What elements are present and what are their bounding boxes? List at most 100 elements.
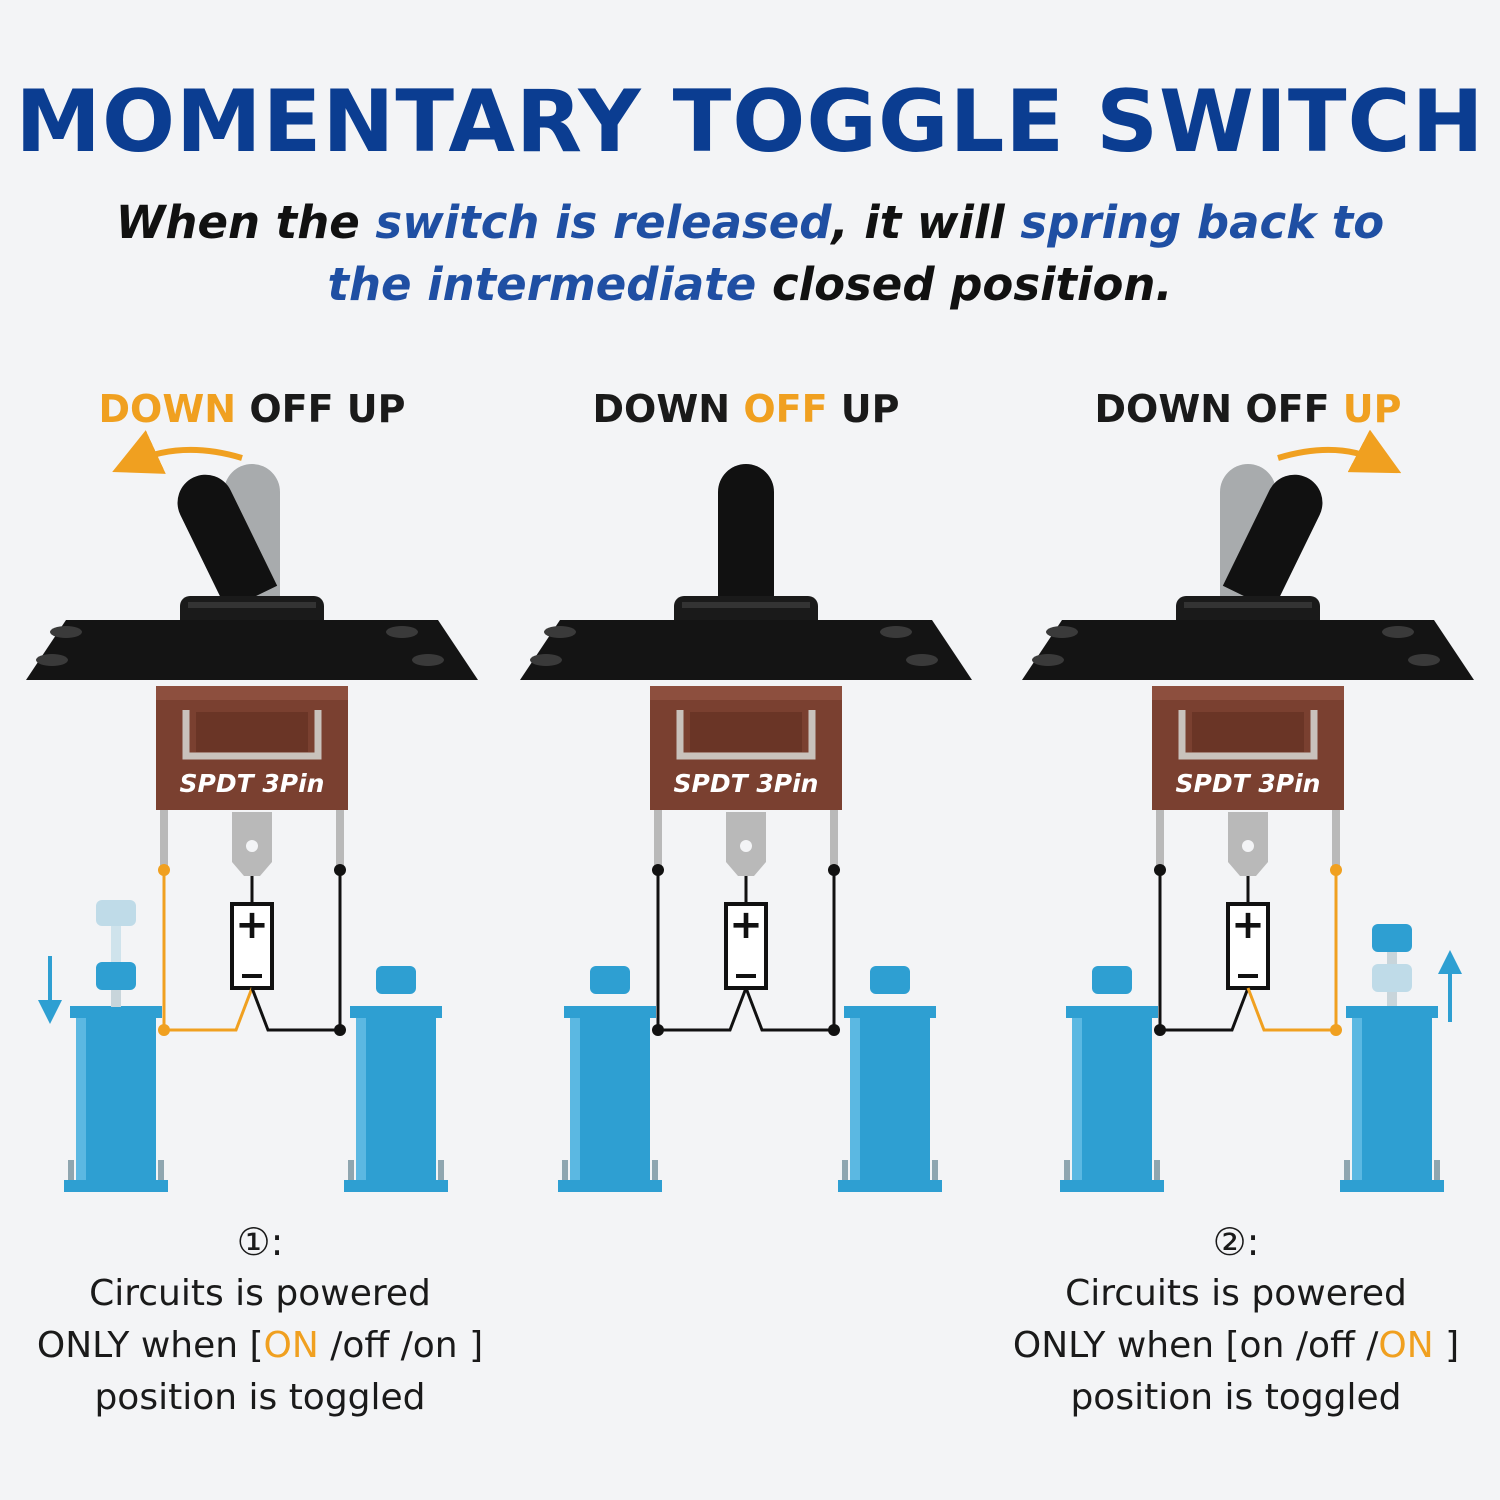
wire-node <box>652 1024 664 1036</box>
switch-body-top <box>1152 686 1344 700</box>
pin-center-hole <box>246 840 258 852</box>
caption-line-3: position is toggled <box>94 1377 426 1418</box>
battery-plus-symbol: + <box>1231 902 1265 948</box>
switch-model-label: SPDT 3Pin <box>674 769 819 798</box>
mounting-plate <box>26 620 478 680</box>
metal-bracket <box>182 710 322 760</box>
toggle-lever-shape <box>1222 474 1323 611</box>
cylinder-base <box>1060 1180 1164 1192</box>
subtitle-line-1: When the switch is released, it will spr… <box>0 192 1500 254</box>
wire-node <box>652 864 664 876</box>
pin-left <box>654 810 662 870</box>
caption-off-on-words: /off /on ] <box>318 1325 484 1366</box>
cylinder-body <box>356 1016 436 1180</box>
cylinder-rod-ghost <box>111 922 121 970</box>
plate-hole <box>544 626 576 638</box>
wire-left <box>1158 870 1250 1032</box>
caption-bracket-close: ] <box>1433 1325 1460 1366</box>
subtitle-segment: , it will <box>831 196 1021 249</box>
plate-hole <box>906 654 938 666</box>
position-label-down: DOWN <box>593 387 731 431</box>
cylinder-highlight <box>1352 1016 1362 1180</box>
toggle-lever <box>177 474 278 611</box>
toggle-lever-shape <box>718 464 774 598</box>
cylinder-foot <box>842 1160 848 1180</box>
toggle-lever-shape <box>177 474 278 611</box>
pin-center-hole <box>1242 840 1254 852</box>
cylinder-foot <box>1434 1160 1440 1180</box>
position-label-off: OFF <box>236 387 333 431</box>
cylinder-collar <box>1066 1006 1158 1018</box>
caption-on-word: ON <box>263 1325 319 1366</box>
caption-line-2: ONLY when [ON /off /on ] <box>0 1320 520 1372</box>
cylinder-foot <box>562 1160 568 1180</box>
page-title: MOMENTARY TOGGLE SWITCH <box>15 72 1485 172</box>
position-labels: DOWN OFF UP <box>99 387 406 431</box>
cylinder-rod <box>111 975 121 1007</box>
plate-hole <box>530 654 562 666</box>
wire-node <box>1154 864 1166 876</box>
nut-ridge <box>682 602 810 608</box>
caption-marker: ②: <box>1212 1220 1260 1264</box>
position-label-up: UP <box>334 387 406 431</box>
pin-center-hole <box>740 840 752 852</box>
caption-left: ①: Circuits is powered ONLY when [ON /of… <box>0 1216 520 1424</box>
caption-bracket: ONLY when [ <box>36 1325 264 1366</box>
position-label-off: OFF <box>730 387 827 431</box>
wire-node <box>1154 1024 1166 1036</box>
nut-ridge <box>188 602 316 608</box>
cylinder-body <box>850 1016 930 1180</box>
cylinder-highlight <box>570 1016 580 1180</box>
cylinder-body <box>76 1016 156 1180</box>
bracket-window <box>196 712 308 752</box>
switch-body-top <box>650 686 842 700</box>
subtitle-segment-highlight: switch is released <box>375 196 832 249</box>
plate-hole <box>880 626 912 638</box>
position-label-up: UP <box>828 387 900 431</box>
mounting-plate <box>1022 620 1474 680</box>
bracket-window <box>1192 712 1304 752</box>
cylinder-foot <box>932 1160 938 1180</box>
pin-left <box>1156 810 1164 870</box>
subtitle: When the switch is released, it will spr… <box>0 192 1500 316</box>
pin-right <box>1332 810 1340 870</box>
cylinder-highlight <box>76 1016 86 1180</box>
caption-line-3: position is toggled <box>1070 1377 1402 1418</box>
wire-node <box>828 1024 840 1036</box>
cylinder-foot <box>1064 1160 1070 1180</box>
wire-node <box>828 864 840 876</box>
wire-right <box>744 870 836 1032</box>
cylinder-body <box>570 1016 650 1180</box>
cylinder-base <box>558 1180 662 1192</box>
cylinder-cap-ghost <box>96 900 136 926</box>
wire-node <box>334 1024 346 1036</box>
cylinder-highlight <box>1072 1016 1082 1180</box>
caption-marker: ①: <box>236 1220 284 1264</box>
metal-bracket <box>676 710 816 760</box>
cylinder-cap <box>96 962 136 990</box>
subtitle-segment: closed position. <box>756 258 1173 311</box>
cylinder-base <box>1340 1180 1444 1192</box>
position-labels: DOWN OFF UP <box>593 387 900 431</box>
nut-ridge <box>1184 602 1312 608</box>
wire-node <box>1330 1024 1342 1036</box>
wire-node <box>158 864 170 876</box>
metal-bracket <box>1178 710 1318 760</box>
caption-right: ②: Circuits is powered ONLY when [on /of… <box>976 1216 1496 1424</box>
switch-body-top <box>156 686 348 700</box>
plate-hole <box>1046 626 1078 638</box>
subtitle-line-2: the intermediate closed position. <box>0 254 1500 316</box>
plate-hole <box>412 654 444 666</box>
cylinder-cap <box>1092 966 1132 994</box>
subtitle-segment-highlight: spring back to <box>1020 196 1385 249</box>
mounting-plate <box>520 620 972 680</box>
caption-line-1: Circuits is powered <box>89 1273 431 1314</box>
caption-line-1: Circuits is powered <box>1065 1273 1407 1314</box>
plate-hole <box>36 654 68 666</box>
cylinder-foot <box>438 1160 444 1180</box>
subtitle-segment: When the <box>115 196 376 249</box>
cylinder-foot <box>158 1160 164 1180</box>
wire-right <box>1246 870 1338 1032</box>
